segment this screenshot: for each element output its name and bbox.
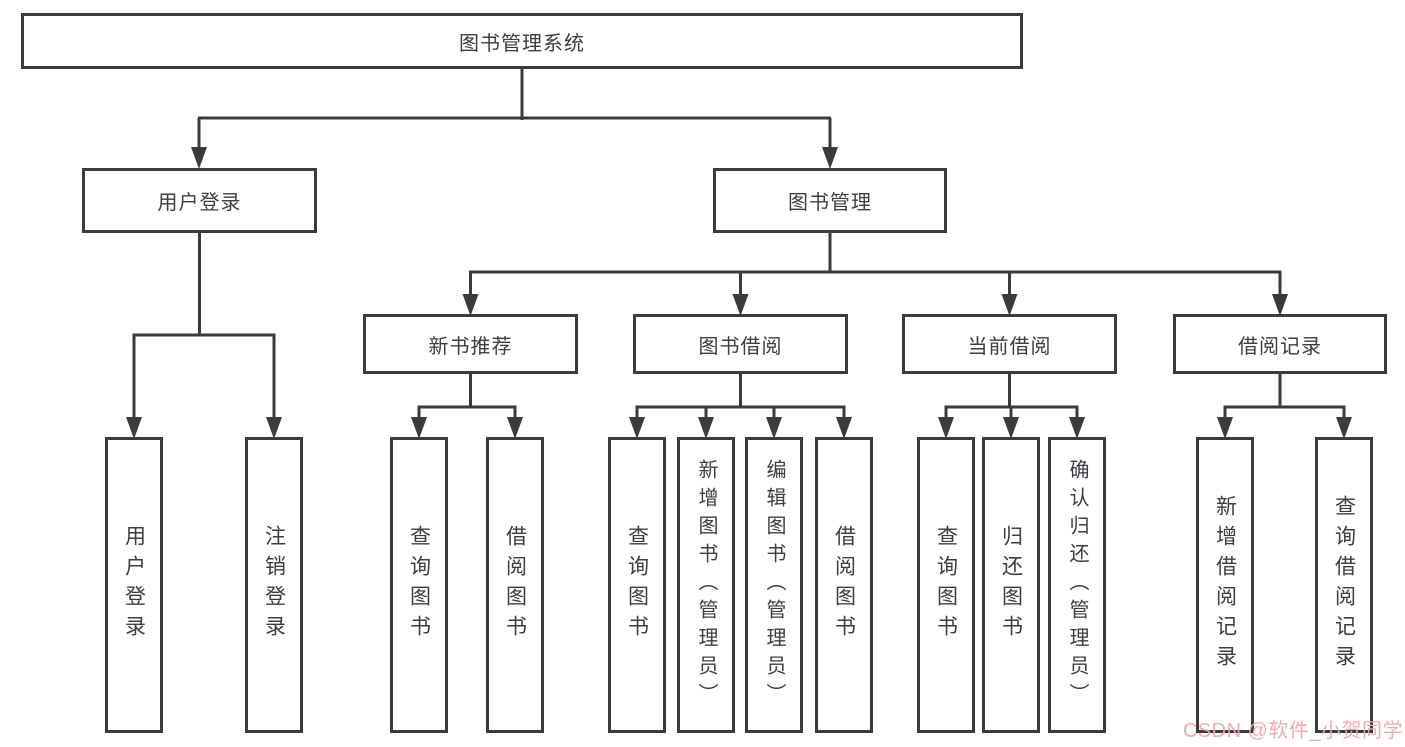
leaf-query-books-borrowing: 查询图书 xyxy=(608,437,666,733)
leaf-add-book-admin: 新增图书（管理员） xyxy=(677,437,735,733)
leaf-user-login: 用户登录 xyxy=(105,437,163,733)
watermark-text: CSDN @软件_小贺同学 xyxy=(1182,720,1403,742)
leaf-return-books: 归还图书 xyxy=(982,437,1040,733)
node-current-borrowing: 当前借阅 xyxy=(902,314,1117,374)
leaf-query-books-recommend: 查询图书 xyxy=(390,437,448,733)
leaf-add-borrow-record: 新增借阅记录 xyxy=(1196,437,1254,733)
leaf-edit-book-admin: 编辑图书（管理员） xyxy=(745,437,803,733)
node-borrowing-records: 借阅记录 xyxy=(1173,314,1387,374)
node-user-login: 用户登录 xyxy=(82,168,317,233)
leaf-borrow-books-recommend: 借阅图书 xyxy=(486,437,544,733)
leaf-query-books-current: 查询图书 xyxy=(917,437,975,733)
leaf-query-borrow-record: 查询借阅记录 xyxy=(1315,437,1373,733)
node-book-borrowing: 图书借阅 xyxy=(633,314,848,374)
node-library-management-system: 图书管理系统 xyxy=(21,13,1023,69)
node-new-book-recommendation: 新书推荐 xyxy=(363,314,578,374)
node-book-management: 图书管理 xyxy=(713,168,947,233)
leaf-confirm-return-admin: 确认归还（管理员） xyxy=(1048,437,1106,733)
leaf-borrow-books-borrowing: 借阅图书 xyxy=(815,437,873,733)
leaf-logout: 注销登录 xyxy=(245,437,303,733)
